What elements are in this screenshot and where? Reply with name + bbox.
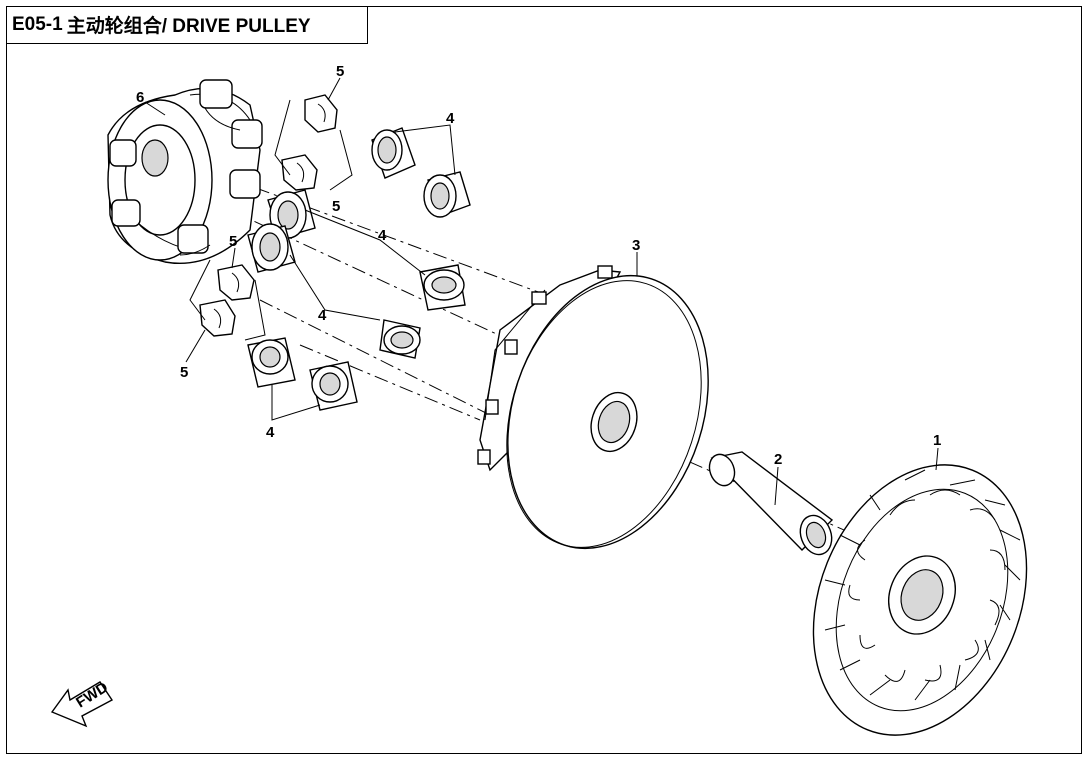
callout-5-bottom: 5	[180, 364, 188, 381]
callout-5-mid: 5	[332, 198, 340, 215]
roller-part-4	[247, 124, 471, 421]
figure-code: E05-1	[12, 13, 63, 35]
leader-lines	[144, 77, 939, 506]
callout-5-top: 5	[336, 63, 344, 80]
callout-4-low: 4	[318, 307, 327, 324]
drawing-frame	[6, 6, 1082, 754]
sleeve-part-2	[708, 451, 834, 556]
callout-4-mid: 4	[378, 227, 387, 244]
callout-3: 3	[632, 237, 640, 254]
callout-6: 6	[136, 89, 144, 106]
callout-4-top: 4	[446, 110, 455, 127]
callout-4-bottom: 4	[266, 424, 275, 441]
slider-part-5	[189, 94, 353, 341]
axis-line	[299, 344, 481, 421]
forward-arrow-icon: FWD	[50, 679, 114, 728]
ramp-plate-part-6	[107, 79, 263, 264]
fixed-face-part-1	[812, 464, 1028, 736]
title-block: E05-1 主动轮组合/ DRIVE PULLEY	[6, 6, 368, 44]
callout-labels: 1 2 3 4 4 4 4 5 5 5 5 6	[136, 63, 941, 468]
movable-face-part-3	[477, 265, 709, 550]
callout-2: 2	[774, 451, 782, 468]
callout-5-left: 5	[229, 233, 237, 250]
figure-title: 主动轮组合/ DRIVE PULLEY	[66, 16, 311, 37]
callout-1: 1	[933, 432, 941, 449]
axis-line	[259, 299, 501, 421]
